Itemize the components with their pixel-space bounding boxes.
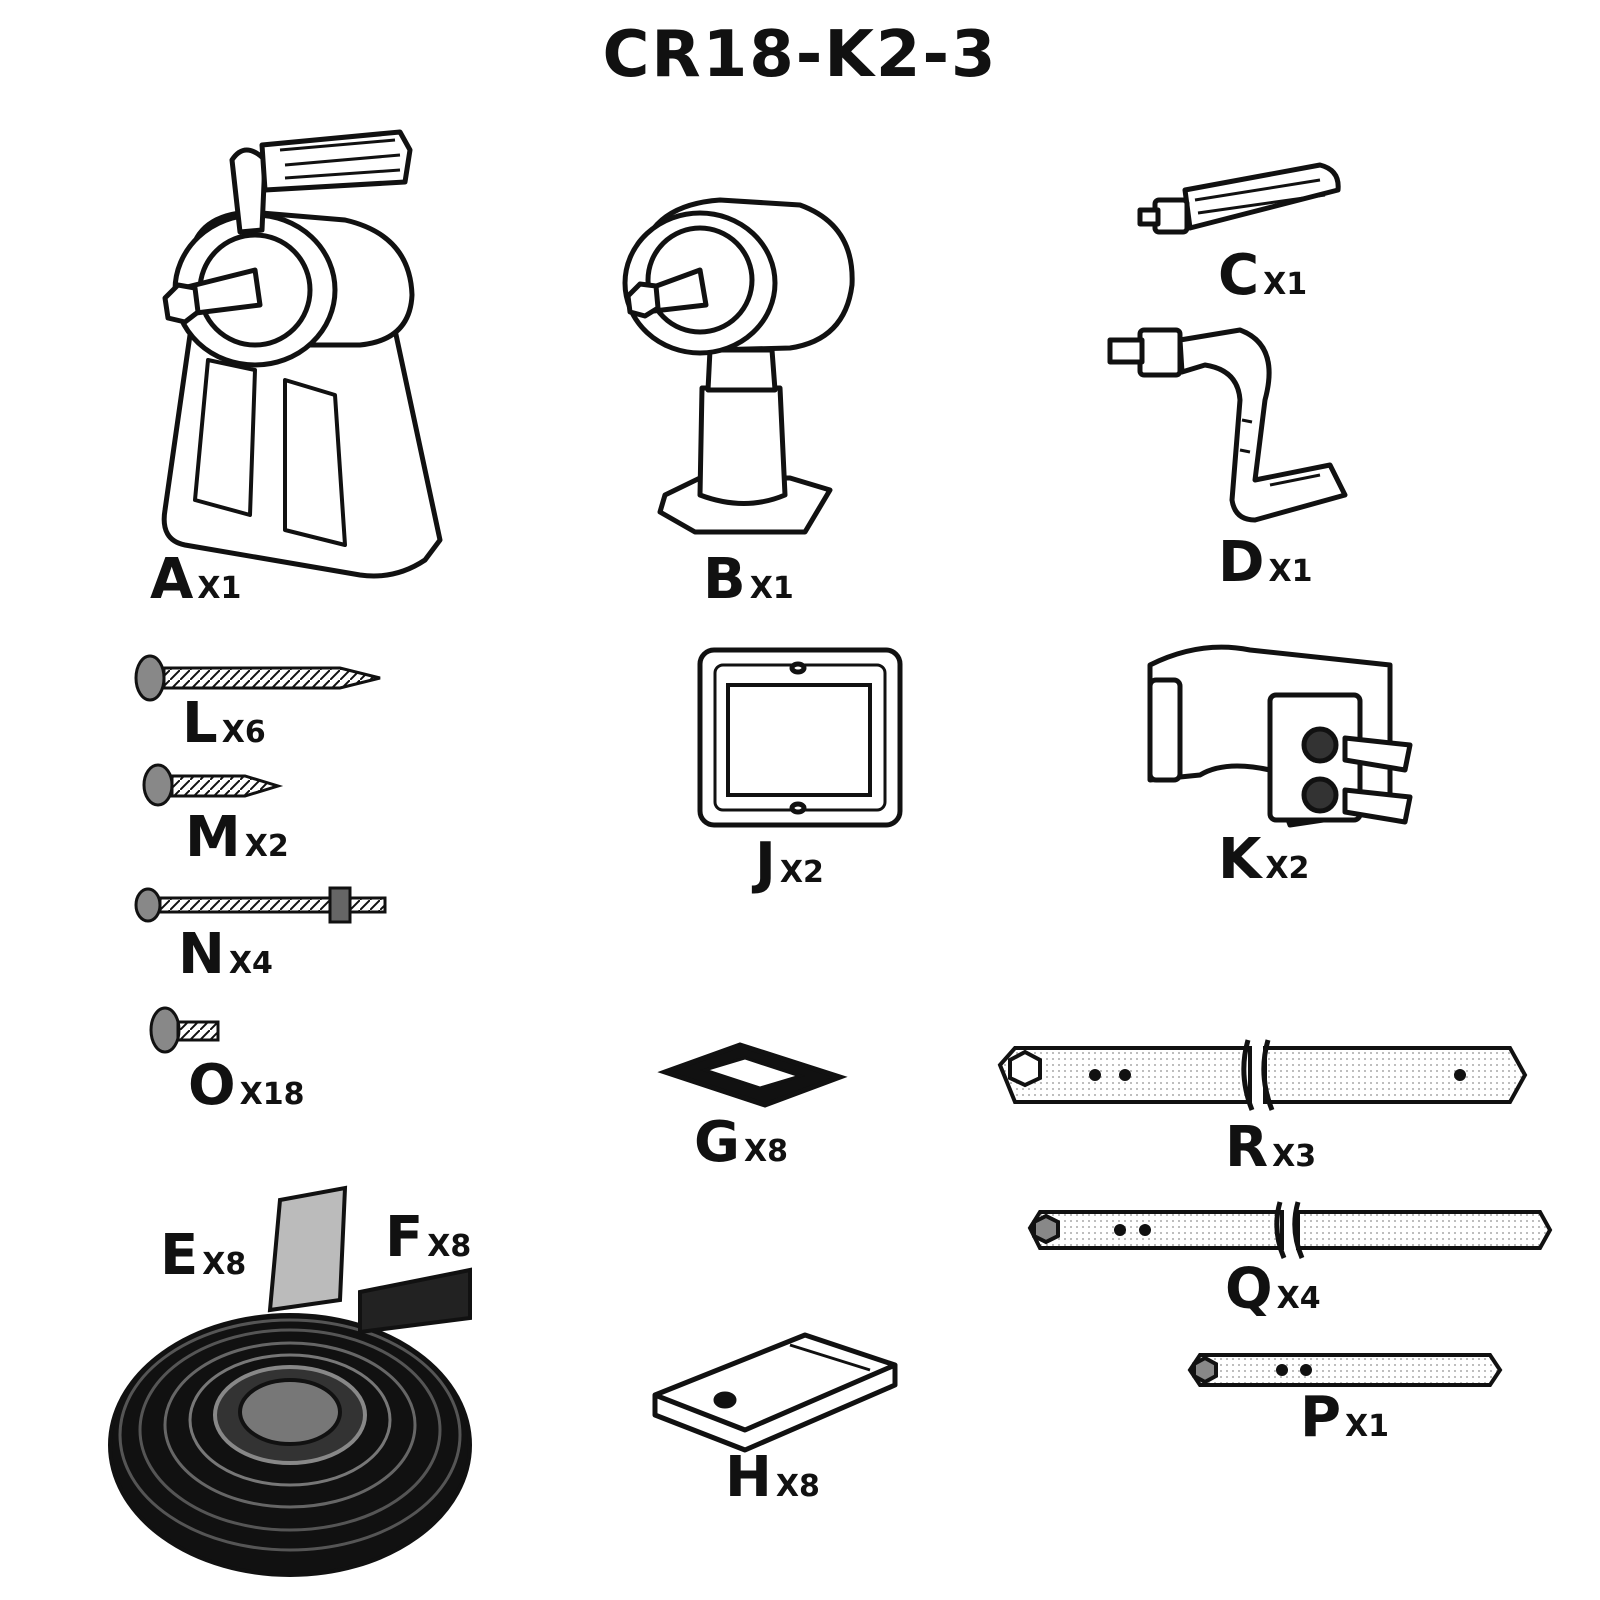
part-n-drawing	[134, 886, 387, 924]
part-quantity: X4	[228, 946, 273, 981]
part-letter: E	[160, 1223, 199, 1288]
part-d-drawing	[1107, 327, 1348, 523]
part-quantity: X8	[743, 1134, 788, 1169]
part-quantity: X2	[1265, 851, 1310, 886]
part-j-drawing	[697, 647, 903, 828]
part-quantity: X18	[239, 1077, 305, 1112]
part-l-drawing	[134, 654, 381, 702]
part-letter: J	[755, 831, 776, 896]
part-quantity: X3	[1272, 1139, 1317, 1174]
part-quantity: X4	[1276, 1281, 1321, 1316]
diagram-title: CR18-K2-3	[602, 18, 998, 92]
part-b-drawing	[622, 197, 855, 535]
part-h-drawing	[652, 1332, 898, 1453]
part-letter: Q	[1225, 1257, 1273, 1322]
part-letter: P	[1300, 1385, 1342, 1450]
part-quantity: X1	[1268, 554, 1313, 589]
part-k-drawing	[1147, 644, 1413, 828]
part-quantity: X2	[779, 855, 824, 890]
part-a-drawing	[161, 129, 443, 579]
part-letter: O	[188, 1053, 236, 1118]
part-o-drawing	[149, 1006, 220, 1054]
part-r-drawing	[997, 1039, 1528, 1111]
part-letter: M	[185, 805, 241, 870]
part-c-drawing	[1137, 162, 1341, 235]
part-quantity: X1	[1345, 1409, 1390, 1444]
part-quantity: X8	[427, 1229, 472, 1264]
part-e-f-drawing	[108, 1185, 472, 1577]
part-letter: C	[1218, 243, 1260, 308]
part-quantity: X1	[1263, 267, 1308, 302]
part-quantity: X6	[221, 715, 266, 750]
part-m-drawing	[142, 763, 284, 807]
part-quantity: X1	[749, 571, 794, 606]
part-quantity: X8	[202, 1247, 247, 1282]
part-letter: R	[1225, 1115, 1269, 1180]
part-quantity: X8	[775, 1469, 820, 1504]
part-letter: L	[182, 691, 218, 756]
part-letter: G	[694, 1110, 740, 1175]
part-quantity: X1	[197, 571, 242, 606]
part-letter: H	[725, 1445, 772, 1510]
part-letter: A	[150, 547, 194, 612]
part-letter: F	[385, 1205, 424, 1270]
part-q-drawing	[1027, 1201, 1553, 1259]
part-letter: D	[1218, 530, 1265, 595]
part-quantity: X2	[244, 829, 289, 864]
part-letter: N	[178, 922, 225, 987]
part-letter: K	[1218, 827, 1262, 892]
part-letter: B	[703, 547, 746, 612]
part-p-drawing	[1187, 1353, 1503, 1387]
part-g-drawing	[657, 1042, 848, 1108]
